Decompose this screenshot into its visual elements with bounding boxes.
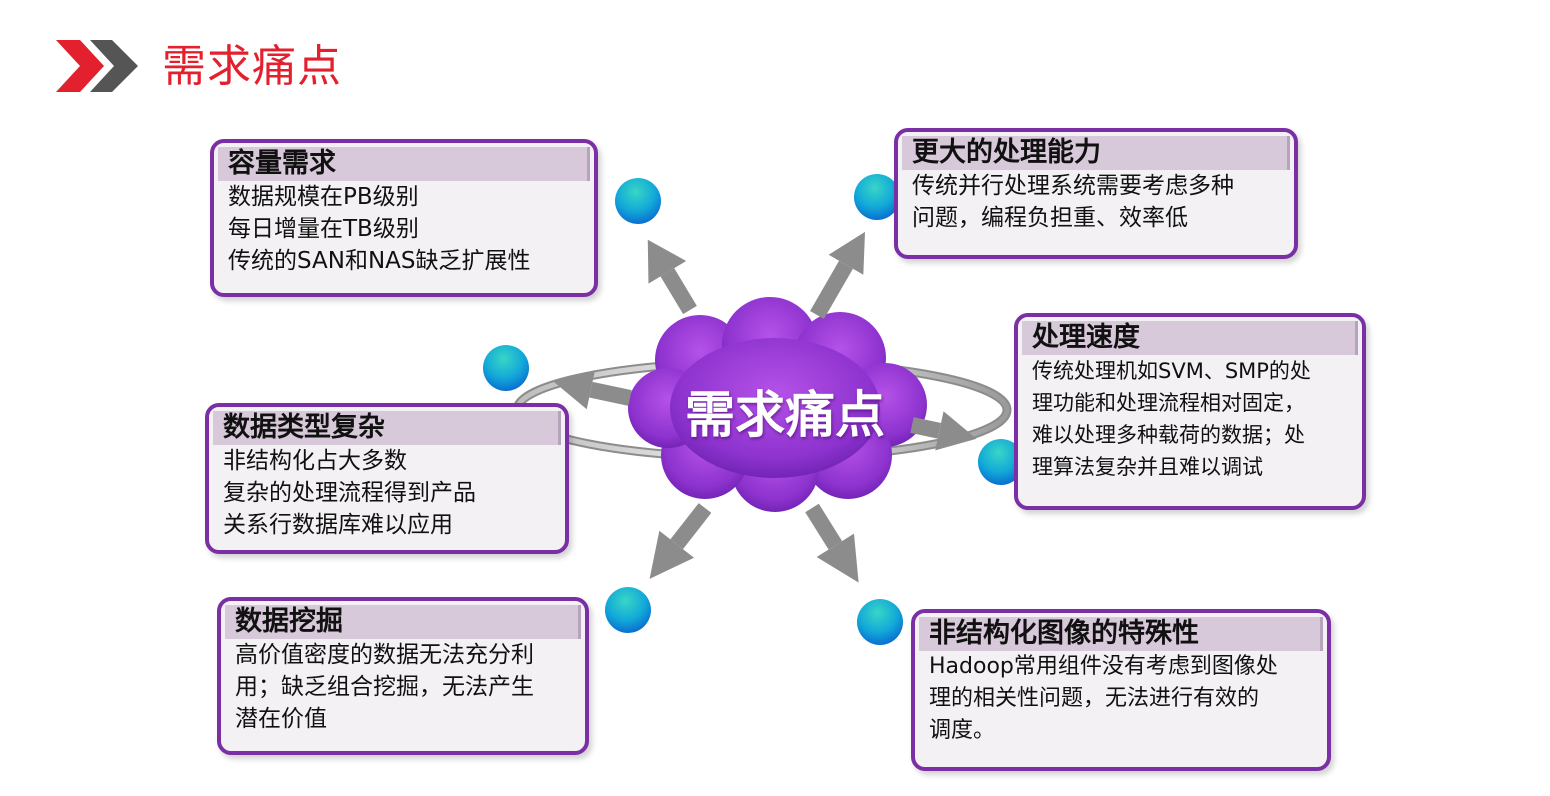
node-text-line: 理算法复杂并且难以调试 xyxy=(1032,455,1263,479)
node-dot-processing-power xyxy=(854,174,900,220)
node-text-line: 传统的SAN和NAS缺乏扩展性 xyxy=(228,248,531,274)
node-dot-capacity xyxy=(615,178,661,224)
node-title: 更大的处理能力 xyxy=(902,136,1290,170)
node-dot-data-mining xyxy=(605,587,651,633)
node-box-data-types: 数据类型复杂 非结构化占大多数 复杂的处理流程得到产品 关系行数据库难以应用 xyxy=(205,403,569,554)
node-box-processing-speed: 处理速度 传统处理机如SVM、SMP的处 理功能和处理流程相对固定， 难以处理多… xyxy=(1014,313,1366,510)
node-dot-image-unstructured xyxy=(857,599,903,645)
node-dot-processing-speed xyxy=(978,439,1024,485)
node-text-line: 非结构化占大多数 xyxy=(223,448,407,474)
page-title: 需求痛点 xyxy=(162,41,342,92)
node-text-line: 调度。 xyxy=(929,718,996,743)
node-text-line: 数据规模在PB级别 xyxy=(228,184,419,210)
node-text-line: 传统处理机如SVM、SMP的处 xyxy=(1032,359,1311,383)
node-title: 非结构化图像的特殊性 xyxy=(919,617,1323,651)
node-text-line: 复杂的处理流程得到产品 xyxy=(223,480,476,506)
center-cloud xyxy=(628,297,927,512)
node-text-line: 潜在价值 xyxy=(235,706,327,732)
node-text-line: Hadoop常用组件没有考虑到图像处 xyxy=(929,654,1278,679)
node-box-capacity: 容量需求 数据规模在PB级别 每日增量在TB级别 传统的SAN和NAS缺乏扩展性 xyxy=(210,139,598,297)
node-title: 处理速度 xyxy=(1022,321,1358,355)
node-text-line: 理的相关性问题，无法进行有效的 xyxy=(929,686,1260,711)
node-text-line: 难以处理多种载荷的数据；处 xyxy=(1032,423,1305,447)
node-text-line: 高价值密度的数据无法充分利 xyxy=(235,642,534,668)
node-box-image-unstructured: 非结构化图像的特殊性 Hadoop常用组件没有考虑到图像处 理的相关性问题，无法… xyxy=(911,609,1331,771)
arrows xyxy=(553,231,977,583)
node-text-line: 每日增量在TB级别 xyxy=(228,216,419,242)
node-text-line: 理功能和处理流程相对固定， xyxy=(1032,391,1305,415)
node-title: 容量需求 xyxy=(218,147,590,181)
double-chevron-icon xyxy=(56,40,138,92)
node-box-data-mining: 数据挖掘 高价值密度的数据无法充分利 用；缺乏组合挖掘，无法产生 潜在价值 xyxy=(217,597,589,755)
node-title: 数据类型复杂 xyxy=(213,411,561,445)
center-label: 需求痛点 xyxy=(685,386,885,444)
node-text-line: 关系行数据库难以应用 xyxy=(223,512,453,538)
node-box-processing-power: 更大的处理能力 传统并行处理系统需要考虑多种 问题，编程负担重、效率低 xyxy=(894,128,1298,259)
node-title: 数据挖掘 xyxy=(225,605,581,639)
node-text-line: 用；缺乏组合挖掘，无法产生 xyxy=(235,674,534,700)
node-text-line: 问题，编程负担重、效率低 xyxy=(912,205,1188,231)
node-text-line: 传统并行处理系统需要考虑多种 xyxy=(912,173,1234,199)
node-dot-data-types xyxy=(483,345,529,391)
